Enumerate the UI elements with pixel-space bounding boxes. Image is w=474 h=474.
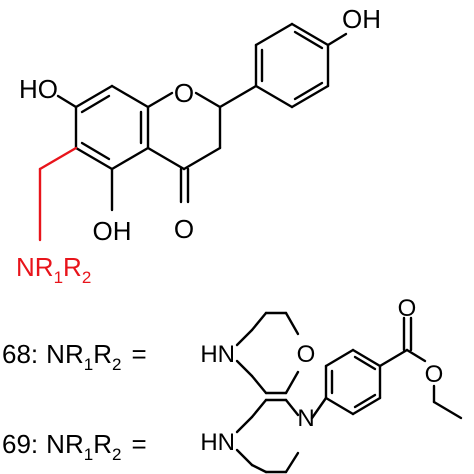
compound-69-formula: 69:NR1R2= [2,429,147,464]
piperazine-bond [235,448,254,467]
morpholine-bond [284,370,300,395]
sub-r2: R [63,252,82,282]
bond-c-ring [146,91,174,109]
piperazine-benzoate-bonds [235,316,463,474]
bond-a-ho [56,94,78,109]
sub-n: N [16,252,35,282]
flavanone-atom-labels: OH HO O OH O [19,4,381,246]
flavanone-core-bonds [56,22,348,212]
benzene-double-bond [353,393,377,409]
morpholine-ring [235,311,300,395]
c68-morpholine-o: O [297,341,316,368]
sub-r1: R [35,252,54,282]
morpholine-bond [284,311,300,336]
c69-equals: = [131,429,146,459]
bond-a-ring-double [80,141,111,161]
sub-r1-subscript: 1 [54,268,63,287]
label-ring-oxygen: O [174,78,194,108]
bond-a-ring [74,146,114,171]
bond-b-ring [254,22,294,47]
piperazine-bond [284,451,300,474]
morpholine-bond [235,359,254,378]
label-ho-left: HO [19,74,58,104]
bond-c-ring [194,91,222,109]
bond-c6-ch2 [38,146,78,171]
compound-68-formula: 68:NR1R2= [2,339,147,374]
label-oh-top: OH [342,4,381,34]
morpholine-labels: HN O [200,341,315,368]
bond-b-ring [290,84,330,109]
label-ketone-oxygen: O [174,214,194,244]
piperazine-bond [284,398,300,417]
bond-c2-b-ring [218,84,258,109]
benzene-bond [351,396,382,416]
c69-amine-hn: HN [200,429,235,456]
bond-a-ring [74,84,114,109]
c68-equals: = [131,339,146,369]
c69-ether-o: O [425,361,444,388]
benzene-bond [351,348,382,368]
benzene-bond [324,396,355,416]
sub-r2-subscript: 2 [82,268,91,287]
c68-r1-sub: 1 [84,355,93,374]
ester-ether-bond [405,348,427,363]
compound-68-number: 68: [2,339,38,369]
bond-b-ring [254,84,294,109]
bond-c-ring [182,146,222,171]
benzene-bond [324,348,355,368]
benzene-double-bond [353,355,377,371]
c69-piperazine-n: N [297,405,314,432]
substituent-nr1r2-label: NR1R2 [16,252,91,287]
bond-b-ring-double [293,30,324,50]
compound-69-number: 69: [2,429,38,459]
bond-b-ring [290,22,330,47]
morpholine-bond [250,311,268,332]
piperazine-bond [250,398,268,419]
bond-a-ring [110,84,150,109]
aminomethyl-bonds [38,146,78,242]
bond-b-oh [326,32,348,47]
c69-r1-sub: 1 [84,445,93,464]
bond-a-ring-double [80,94,111,114]
c68-r2: R [93,339,112,369]
bond-a-ring [110,146,150,171]
morpholine-bond [250,374,268,395]
c69-r2-sub: 2 [112,445,121,464]
piperazine-bond [235,415,254,434]
morpholine-bond [235,328,254,347]
piperazine-aryl-bond [310,396,328,420]
c68-r2-sub: 2 [112,355,121,374]
c69-r2: R [93,429,112,459]
label-oh-bottom: OH [93,216,132,246]
c69-n: N [46,429,65,459]
bond-c-ring [146,146,186,171]
c69-r1: R [65,429,84,459]
c68-r1: R [65,339,84,369]
bond-b-ring-double [293,81,324,101]
piperazine-benzoate-labels: HN N O O [200,295,443,456]
aryl-carbonyl-bond [378,348,409,368]
c69-carbonyl-o: O [398,295,417,322]
c68-amine-hn: HN [200,341,235,368]
c68-n: N [46,339,65,369]
ethyl-bond [432,400,463,420]
piperazine-bond [250,463,268,474]
